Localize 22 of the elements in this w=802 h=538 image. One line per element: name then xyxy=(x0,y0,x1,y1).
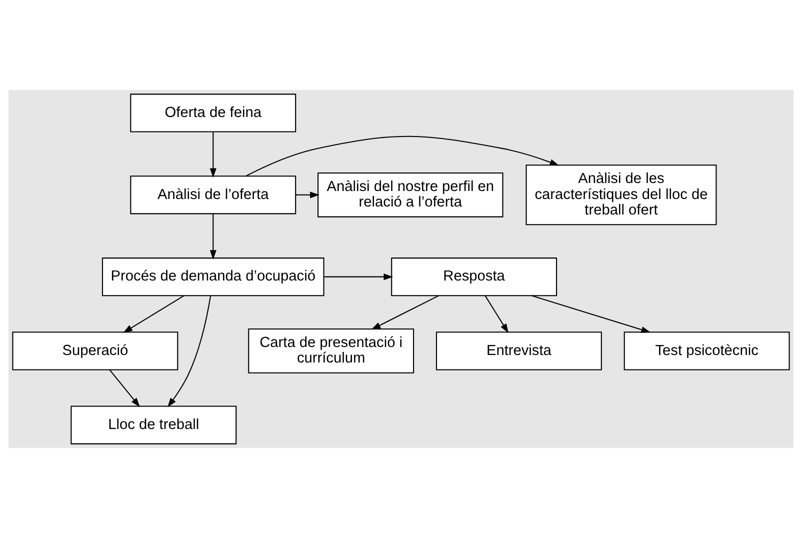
arrow xyxy=(296,192,320,198)
node-box: Lloc de treball xyxy=(70,406,237,444)
arrow xyxy=(531,295,651,333)
node-box: Procés de demanda d’ocupació xyxy=(102,258,324,296)
arrow xyxy=(210,214,216,260)
arrow xyxy=(109,369,140,408)
arrow xyxy=(484,295,508,334)
node-box: Entrevista xyxy=(436,332,602,370)
arrow xyxy=(123,295,184,333)
arrow xyxy=(168,296,212,408)
node-box: Resposta xyxy=(391,258,558,296)
node-box: Anàlisi del nostre perfil en relació a l’oferta xyxy=(318,172,504,218)
node-box: Anàlisi de les característiques del lloc de treball ofert xyxy=(526,164,717,226)
node-box: Carta de presentació i currículum xyxy=(248,328,414,374)
arrow xyxy=(246,136,560,176)
arrow xyxy=(324,274,394,280)
arrow xyxy=(210,132,216,178)
node-box: Oferta de feina xyxy=(130,94,296,132)
node-box: Test psicotècnic xyxy=(624,332,790,370)
node-box: Superació xyxy=(12,332,178,370)
arrow xyxy=(371,295,439,330)
node-box: Anàlisi de l’oferta xyxy=(130,176,296,214)
